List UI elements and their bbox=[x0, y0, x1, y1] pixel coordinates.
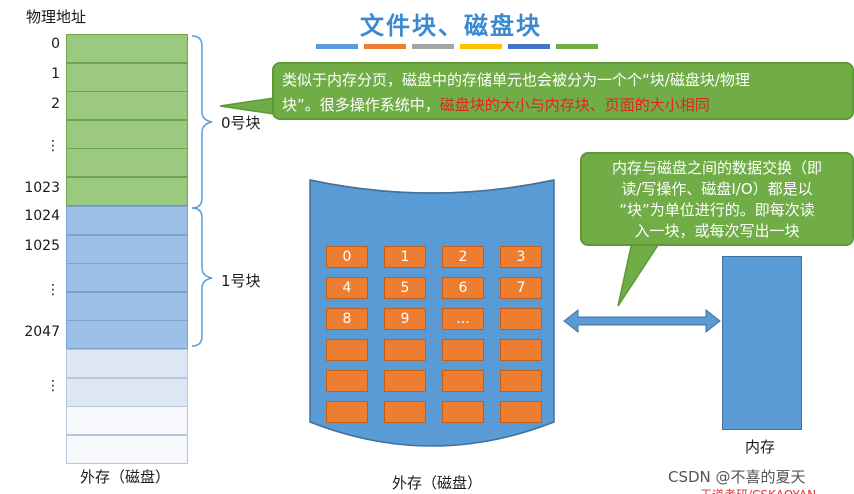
disk-label: 外存（磁盘） bbox=[392, 474, 483, 492]
disk-block-tile bbox=[384, 401, 426, 423]
storage-cell bbox=[66, 91, 188, 121]
storage-cell bbox=[66, 434, 188, 464]
disk-block-tile: 8 bbox=[326, 308, 368, 330]
address-label: 0 bbox=[51, 36, 60, 52]
watermark-red: 王道考研/CSKAOYAN bbox=[700, 486, 816, 494]
address-label: ⋮ bbox=[46, 138, 60, 154]
callout1-highlight: 磁盘块的大小与内存块、页面的大小相同 bbox=[439, 96, 710, 114]
storage-cell bbox=[66, 234, 188, 264]
storage-cell bbox=[66, 148, 188, 178]
physical-address-title: 物理地址 bbox=[26, 8, 87, 26]
callout1-line1: 类似于内存分页，磁盘中的存储单元也会被分为一个个“块/磁盘块/物理 bbox=[282, 71, 750, 89]
title-color-bar bbox=[364, 44, 406, 49]
address-label: 1 bbox=[51, 66, 60, 82]
watermark: CSDN @不喜的夏天 bbox=[668, 468, 806, 486]
disk-block-tile: 4 bbox=[326, 277, 368, 299]
callout2-line1: 内存与磁盘之间的数据交换（即 bbox=[611, 159, 822, 177]
callout2-line4: 入一块，或每次写出一块 bbox=[634, 222, 800, 240]
storage-cell bbox=[66, 177, 188, 206]
block1-label: 1号块 bbox=[221, 272, 261, 290]
storage-cell bbox=[66, 377, 188, 407]
title-color-bar bbox=[460, 44, 502, 49]
storage-cell bbox=[66, 320, 188, 350]
disk-block-tile: 7 bbox=[500, 277, 542, 299]
disk-cylinder bbox=[309, 179, 555, 447]
disk-block-tile bbox=[326, 370, 368, 392]
disk-block-tile: 5 bbox=[384, 277, 426, 299]
disk-block-tile bbox=[384, 370, 426, 392]
double-arrow bbox=[563, 308, 721, 334]
disk-block-tile bbox=[500, 339, 542, 361]
disk-block-tile bbox=[500, 370, 542, 392]
title-color-bar bbox=[508, 44, 550, 49]
callout-io-exchange: 内存与磁盘之间的数据交换（即 读/写操作、磁盘I/O）都是以 “块”为单位进行的… bbox=[580, 152, 854, 246]
page-title: 文件块、磁盘块 bbox=[360, 12, 542, 40]
storage-cell bbox=[66, 206, 188, 235]
disk-block-tile bbox=[442, 339, 484, 361]
memory-label: 内存 bbox=[745, 438, 776, 456]
disk-block-tile bbox=[500, 308, 542, 330]
storage-cell bbox=[66, 263, 188, 293]
callout-disk-block: 类似于内存分页，磁盘中的存储单元也会被分为一个个“块/磁盘块/物理 块”。很多操… bbox=[272, 62, 854, 120]
title-color-bar bbox=[556, 44, 598, 49]
disk-block-tile: 6 bbox=[442, 277, 484, 299]
disk-block-tile bbox=[442, 370, 484, 392]
storage-cell bbox=[66, 349, 188, 378]
storage-cell bbox=[66, 62, 188, 92]
address-label: ⋮ bbox=[46, 282, 60, 298]
storage-cell bbox=[66, 291, 188, 321]
address-label: 1023 bbox=[24, 180, 60, 196]
disk-block-tile: 2 bbox=[442, 246, 484, 268]
disk-block-tile bbox=[384, 339, 426, 361]
callout1-pointer bbox=[219, 97, 275, 115]
disk-block-tile bbox=[326, 401, 368, 423]
disk-block-tile bbox=[500, 401, 542, 423]
disk-block-tile: 1 bbox=[384, 246, 426, 268]
disk-block-tile bbox=[442, 401, 484, 423]
address-label: 1025 bbox=[24, 238, 60, 254]
block0-brace bbox=[191, 35, 213, 209]
disk-block-tile bbox=[326, 339, 368, 361]
address-label: 2 bbox=[51, 96, 60, 112]
memory-block bbox=[722, 256, 802, 430]
title-color-bar bbox=[316, 44, 358, 49]
address-label: 1024 bbox=[24, 208, 60, 224]
callout1-line2: 块”。很多操作系统中，磁盘块的大小与内存块、页面的大小相同 bbox=[282, 93, 844, 118]
storage-cell bbox=[66, 34, 188, 63]
block0-label: 0号块 bbox=[221, 114, 261, 132]
block1-brace bbox=[191, 207, 213, 347]
disk-block-tile: 3 bbox=[500, 246, 542, 268]
title-color-bar bbox=[412, 44, 454, 49]
external-storage-label: 外存（磁盘） bbox=[80, 468, 171, 486]
callout1-line2-text: 块”。很多操作系统中， bbox=[282, 96, 440, 114]
callout2-line3: “块”为单位进行的。即每次读 bbox=[619, 201, 815, 219]
callout2-line2: 读/写操作、磁盘I/O）都是以 bbox=[621, 180, 813, 198]
storage-cell bbox=[66, 406, 188, 435]
address-label: 2047 bbox=[24, 324, 60, 340]
disk-block-tile: ... bbox=[442, 308, 484, 330]
storage-cell bbox=[66, 119, 188, 149]
callout2-pointer bbox=[617, 241, 662, 307]
disk-block-tile: 9 bbox=[384, 308, 426, 330]
disk-block-tile: 0 bbox=[326, 246, 368, 268]
address-label: ⋮ bbox=[46, 378, 60, 394]
